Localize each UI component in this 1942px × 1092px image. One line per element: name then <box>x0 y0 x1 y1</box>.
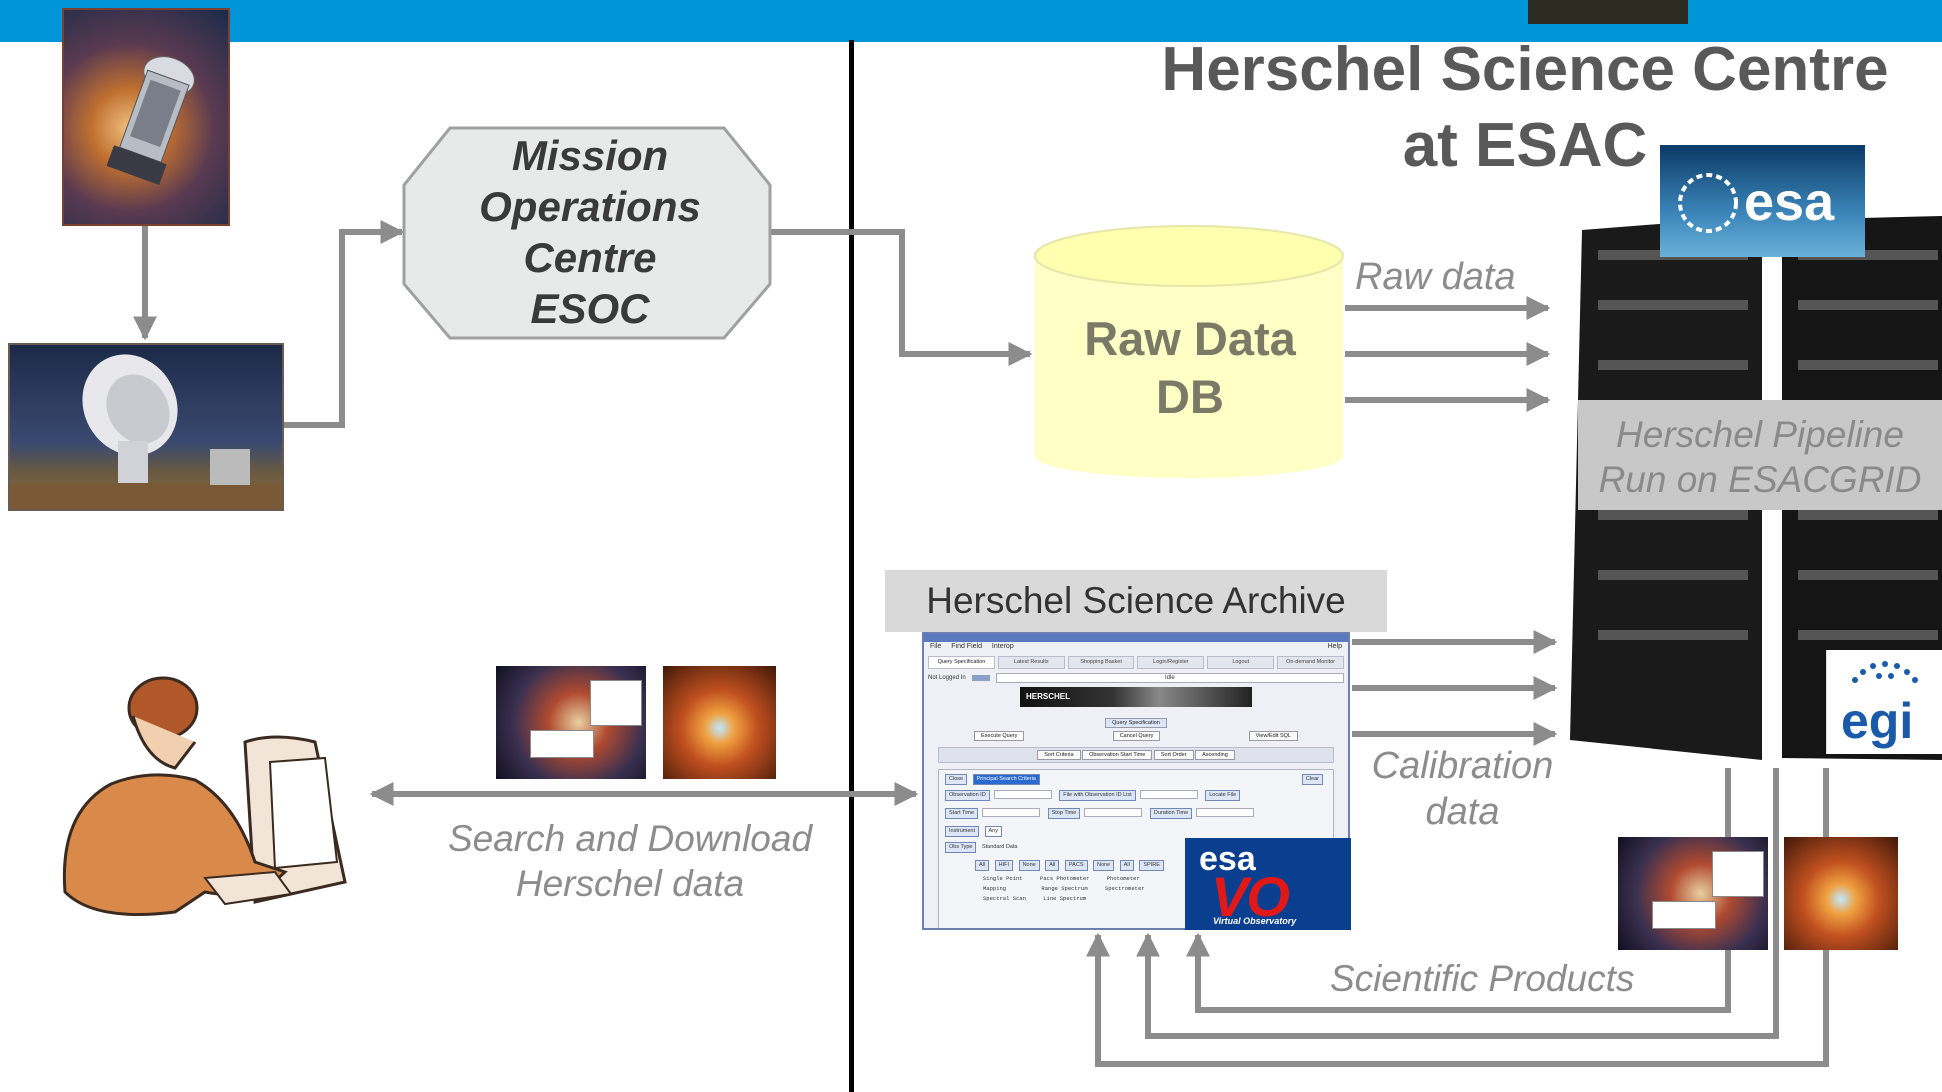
menu-help[interactable]: Help <box>1327 643 1342 650</box>
instrument-select[interactable]: Any <box>984 826 1002 837</box>
tab-latest-results[interactable]: Latest Results <box>997 656 1065 669</box>
duration-time-input[interactable] <box>1196 808 1255 818</box>
archive-tabs: Query Specification Latest Results Shopp… <box>928 656 1344 669</box>
esa-vo-logo-vo: VO <box>1211 865 1290 928</box>
obs-id-list-input[interactable] <box>1139 790 1198 800</box>
spectrum-overlay-image-2 <box>1618 837 1768 950</box>
esa-logo: esa <box>1660 145 1865 257</box>
pipeline-box: Herschel Pipeline Run on ESACGRID <box>1578 400 1942 510</box>
moc-octagon <box>402 126 772 340</box>
sort-criteria-label: Sort Criteria <box>1037 750 1081 760</box>
moc-label: Mission Operations Centre ESOC <box>479 132 701 332</box>
sort-row: Sort Criteria Observation Start Time Sor… <box>938 747 1334 763</box>
stop-time-label: Stop Time <box>1047 808 1081 819</box>
person-at-computer-clipart <box>55 672 355 930</box>
start-time-input[interactable] <box>982 808 1041 818</box>
rawdb-cylinder <box>1034 225 1344 478</box>
mode-single-point[interactable]: Single Point <box>983 875 1023 882</box>
archive-status-row: Not Logged In Idle <box>928 673 1344 683</box>
menu-file[interactable]: File <box>930 643 942 650</box>
spire-all[interactable]: All <box>1119 860 1134 871</box>
panel-close-tab[interactable]: Close <box>945 774 968 785</box>
tab-on-demand-monitor[interactable]: On-demand Monitor <box>1277 656 1344 669</box>
spectrum-overlay-image <box>496 666 646 779</box>
pacs-none[interactable]: None <box>1093 860 1115 871</box>
hifi-all[interactable]: All <box>975 860 990 871</box>
pacs-all[interactable]: All <box>1045 860 1060 871</box>
stop-time-input[interactable] <box>1084 808 1143 818</box>
tab-shopping-basket[interactable]: Shopping Basket <box>1067 656 1135 669</box>
spire-tab[interactable]: SPIRE <box>1139 860 1164 871</box>
corner-photo-strip <box>1528 0 1688 24</box>
mode-pacs-photometer[interactable]: Pacs Photometer <box>1039 875 1090 882</box>
search-download-label: Search and Download Herschel data <box>447 818 813 904</box>
scientific-products-label: Scientific Products <box>1330 958 1635 999</box>
mode-spectrometer[interactable]: Spectrometer <box>1104 885 1145 892</box>
tab-login-register[interactable]: Login/Register <box>1137 656 1205 669</box>
obs-type-label: Obs Type <box>945 842 977 853</box>
esa-vo-logo: esa VO Virtual Observatory <box>1185 838 1351 930</box>
calibration-label: Calibration data <box>1371 745 1554 833</box>
locate-file-button[interactable]: Locate File <box>1205 790 1241 801</box>
query-specification-button[interactable]: Query Specification <box>1105 718 1167 728</box>
arrow-products-2 <box>1136 768 1779 1039</box>
start-time-label: Start Time <box>945 808 979 819</box>
nebula-image-2 <box>1784 837 1898 950</box>
duration-time-label: Duration Time <box>1149 808 1193 819</box>
sort-criteria-select[interactable]: Observation Start Time <box>1082 750 1153 760</box>
obs-id-list-label: File with Observation ID List <box>1059 790 1136 801</box>
esa-logo-text: esa <box>1744 172 1835 232</box>
archive-label: Herschel Science Archive <box>885 570 1387 632</box>
panel-principal-tab[interactable]: Principal Search Criteria <box>972 774 1040 785</box>
mode-mapping[interactable]: Mapping <box>983 885 1007 892</box>
search-criteria-panel: Close Principal Search Criteria Clear Ob… <box>938 769 1334 928</box>
query-button-row: Execute Query Cancel Query View/Edit SQL <box>974 731 1298 741</box>
section-divider <box>849 40 854 1092</box>
egi-logo-text: egi <box>1841 693 1914 749</box>
sort-order-select[interactable]: Ascending <box>1195 750 1235 760</box>
rawdb-label: Raw Data DB <box>1084 312 1296 423</box>
mode-photometer[interactable]: Photometer <box>1106 875 1140 882</box>
arrow-moc-to-rawdb <box>770 229 1033 366</box>
mode-spectral-scan[interactable]: Spectral Scan <box>983 895 1026 902</box>
hifi-none[interactable]: None <box>1018 860 1040 871</box>
status-bar-indicator <box>971 675 990 681</box>
observation-id-label: Observation ID <box>945 790 990 801</box>
menu-find-field[interactable]: Find Field <box>951 643 982 650</box>
sort-order-label: Sort Order <box>1153 750 1194 760</box>
archive-window-titlebar <box>924 634 1348 642</box>
menu-interop[interactable]: Interop <box>991 643 1014 650</box>
nebula-image <box>663 666 776 779</box>
observation-id-input[interactable] <box>993 790 1052 800</box>
archive-window[interactable]: File Find Field Interop Help Query Speci… <box>922 632 1350 930</box>
archive-menu: File Find Field Interop Help <box>924 642 1348 652</box>
dish-antenna-photo <box>8 343 284 511</box>
telescope-photo <box>62 8 230 226</box>
egi-logo: egi <box>1826 650 1942 754</box>
tab-logout[interactable]: Logout <box>1207 656 1275 669</box>
cancel-query-button[interactable]: Cancel Query <box>1112 731 1161 741</box>
mode-line-spectrum[interactable]: Line Spectrum <box>1043 895 1087 902</box>
page-title: Herschel Science Centre at ESAC <box>1161 35 1889 180</box>
hifi-tab[interactable]: HIFI <box>994 860 1014 871</box>
pacs-tab[interactable]: PACS <box>1064 860 1088 871</box>
login-status: Not Logged In <box>928 675 966 681</box>
instrument-label: Instrument <box>945 826 979 837</box>
raw-data-label: Raw data <box>1355 256 1516 298</box>
status-field: Idle <box>995 673 1344 683</box>
panel-clear-button[interactable]: Clear <box>1301 774 1323 785</box>
esa-vo-logo-subtitle: Virtual Observatory <box>1213 916 1297 926</box>
esa-vo-logo-esa: esa <box>1199 840 1256 878</box>
tab-query-specification[interactable]: Query Specification <box>928 656 995 669</box>
mode-range-spectrum[interactable]: Range Spectrum <box>1041 885 1088 892</box>
view-edit-sql-button[interactable]: View/Edit SQL <box>1248 731 1298 741</box>
standard-data-checkbox[interactable]: Standard Data <box>981 844 1018 850</box>
herschel-banner: HERSCHEL <box>1020 687 1252 707</box>
execute-query-button[interactable]: Execute Query <box>974 731 1025 741</box>
arrow-dish-to-moc <box>280 220 405 428</box>
